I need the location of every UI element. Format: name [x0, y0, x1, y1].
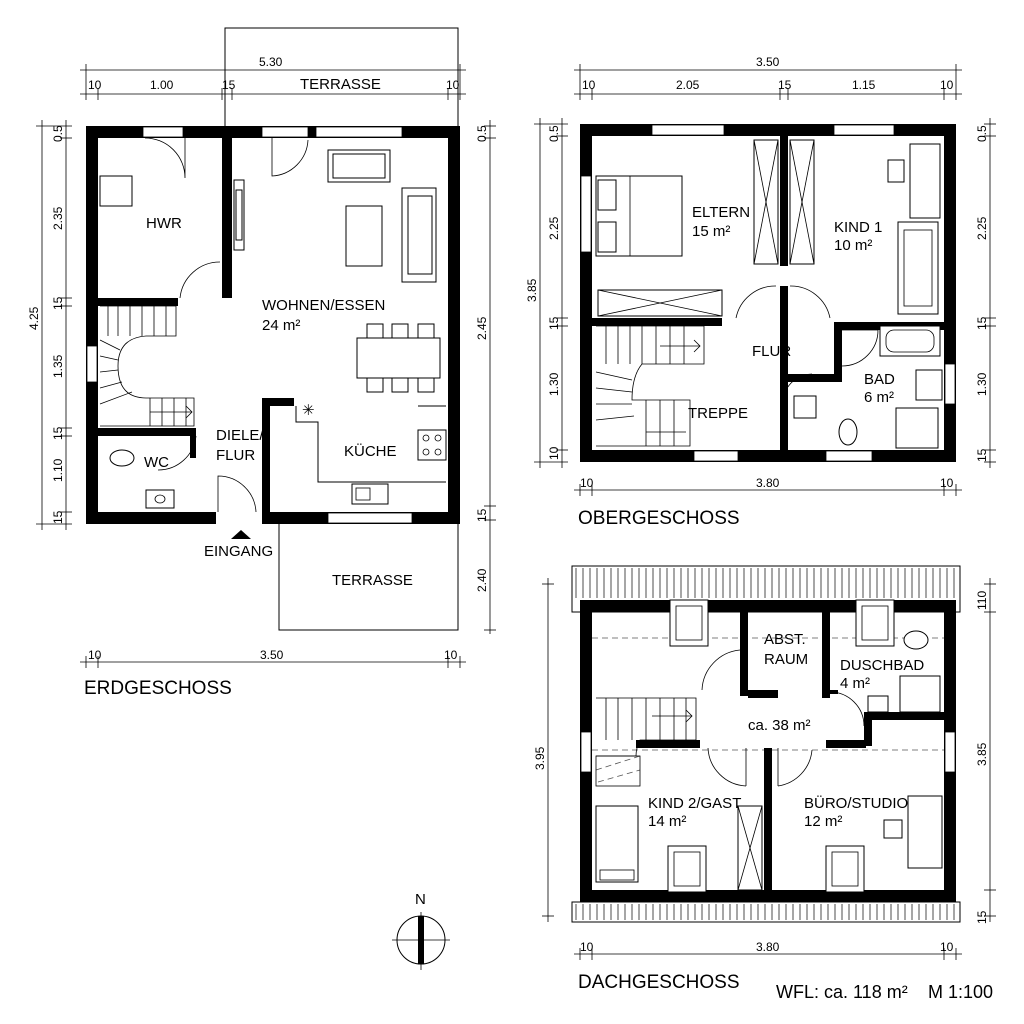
upper-floor-title: OBERGESCHOSS	[578, 508, 740, 529]
upper-dim-top-1: 10	[582, 78, 596, 92]
upper-dim-right-4: 1.30	[975, 372, 989, 396]
ground-dim-right-1: 0.5	[475, 125, 489, 142]
upper-dim-top-total: 3.50	[756, 55, 780, 69]
ground-room-diele-line1: DIELE/	[216, 427, 264, 444]
living-area-label: WFL: ca. 118 m²	[776, 982, 908, 1002]
attic-dim-right-3: 15	[975, 910, 989, 924]
upper-room-bad-area: 6 m²	[864, 389, 894, 406]
attic-room-duschbad: DUSCHBAD	[840, 657, 924, 674]
ground-dim-right-4: 2.40	[475, 568, 489, 592]
upper-room-flur: FLUR	[752, 343, 791, 360]
upper-room-eltern-area: 15 m²	[692, 223, 730, 240]
upper-dim-left-5: 10	[547, 446, 561, 460]
upper-room-kind1-area: 10 m²	[834, 237, 872, 254]
scale-label: M 1:100	[928, 982, 993, 1002]
attic-room-kind2: KIND 2/GAST	[648, 795, 741, 812]
attic-room-buero: BÜRO/STUDIO	[804, 794, 908, 812]
attic-dim-right-1: 110	[975, 591, 989, 610]
upper-dim-left-total: 3.85	[525, 278, 539, 302]
upper-dim-left-1: 0.5	[547, 125, 561, 142]
ground-floor-plan: ✳ HWR WOHNEN/ESSEN 24 m² DIELE/ FLUR WC …	[27, 27, 496, 699]
ground-dim-bottom-1: 10	[88, 648, 102, 662]
upper-dim-top-5: 10	[940, 78, 954, 92]
attic-room-duschbad-area: 4 m²	[840, 675, 870, 692]
attic-dim-left-total: 3.95	[533, 746, 547, 770]
upper-room-kind1: KIND 1	[834, 219, 882, 236]
upper-dim-left-4: 1.30	[547, 372, 561, 396]
ground-dim-bottom-2: 3.50	[260, 648, 284, 662]
ground-dim-left-6: 1.10	[51, 458, 65, 482]
ground-dim-top-2: 1.00	[150, 78, 174, 92]
ground-room-hwr: HWR	[146, 215, 182, 232]
upper-dim-left-2: 2.25	[547, 216, 561, 240]
upper-dim-right-2: 2.25	[975, 216, 989, 240]
ground-dim-left-total: 4.25	[27, 306, 41, 330]
ground-room-kueche: KÜCHE	[344, 442, 397, 460]
upper-dim-top-3: 15	[778, 78, 792, 92]
upper-dim-right-5: 15	[975, 448, 989, 462]
upper-dim-left-3: 15	[547, 316, 561, 330]
ground-dim-left-2: 2.35	[51, 206, 65, 230]
north-arrow-icon: N	[392, 891, 450, 970]
roof-hatch-top	[575, 568, 955, 598]
north-label: N	[415, 891, 426, 908]
upper-dim-top-2: 2.05	[676, 78, 700, 92]
upper-dim-bottom-2: 3.80	[756, 476, 780, 490]
ground-dim-right-2: 2.45	[475, 316, 489, 340]
upper-dim-bottom-1: 10	[580, 476, 594, 490]
ground-terrasse-top: TERRASSE	[300, 76, 381, 93]
upper-dim-bottom-3: 10	[940, 476, 954, 490]
upper-room-eltern: ELTERN	[692, 204, 750, 221]
roof-hatch-bottom	[575, 904, 955, 920]
ground-dim-right-3: 15	[475, 508, 489, 522]
attic-room-abst-line1: ABST.	[764, 631, 806, 648]
upper-dim-right-1: 0.5	[975, 125, 989, 142]
attic-dim-bottom-1: 10	[580, 940, 594, 954]
ground-dim-left-5: 15	[51, 426, 65, 440]
ground-room-diele-line2: FLUR	[216, 447, 255, 464]
ground-dim-top-4: 10	[446, 78, 460, 92]
ground-kitchen-fridge-mark: ✳	[302, 402, 315, 419]
attic-room-kind2-area: 14 m²	[648, 813, 686, 830]
attic-dim-bottom-2: 3.80	[756, 940, 780, 954]
ground-eingang-label: EINGANG	[204, 543, 273, 560]
attic-floor-title: DACHGESCHOSS	[578, 972, 740, 993]
upper-dim-top-4: 1.15	[852, 78, 876, 92]
ground-dim-top-1: 10	[88, 78, 102, 92]
attic-dim-right-2: 3.85	[975, 742, 989, 766]
attic-room-flur-area: ca. 38 m²	[748, 717, 811, 734]
ground-dim-left-1: 0.5	[51, 125, 65, 142]
attic-dim-bottom-3: 10	[940, 940, 954, 954]
upper-dim-right-3: 15	[975, 316, 989, 330]
attic-room-abst-line2: RAUM	[764, 651, 808, 668]
ground-room-wc: WC	[144, 454, 169, 471]
ground-dim-left-3: 15	[51, 296, 65, 310]
ground-room-wohnen: WOHNEN/ESSEN	[262, 297, 385, 314]
upper-room-bad: BAD	[864, 371, 895, 388]
ground-terrasse-bottom: TERRASSE	[332, 572, 413, 589]
ground-dim-bottom-3: 10	[444, 648, 458, 662]
ground-dim-top-3: 15	[222, 78, 236, 92]
ground-dim-left-4: 1.35	[51, 354, 65, 378]
ground-dim-top-total: 5.30	[259, 55, 283, 69]
ground-room-wohnen-area: 24 m²	[262, 317, 300, 334]
attic-floor-plan: ABST. RAUM DUSCHBAD 4 m² ca. 38 m² KIND …	[533, 565, 996, 993]
upper-floor-plan: ELTERN 15 m² KIND 1 10 m² FLUR TREPPE BA…	[525, 55, 996, 529]
attic-room-buero-area: 12 m²	[804, 813, 842, 830]
ground-floor-title: ERDGESCHOSS	[84, 678, 232, 699]
ground-dim-left-7: 15	[51, 510, 65, 524]
upper-room-treppe: TREPPE	[688, 405, 748, 422]
